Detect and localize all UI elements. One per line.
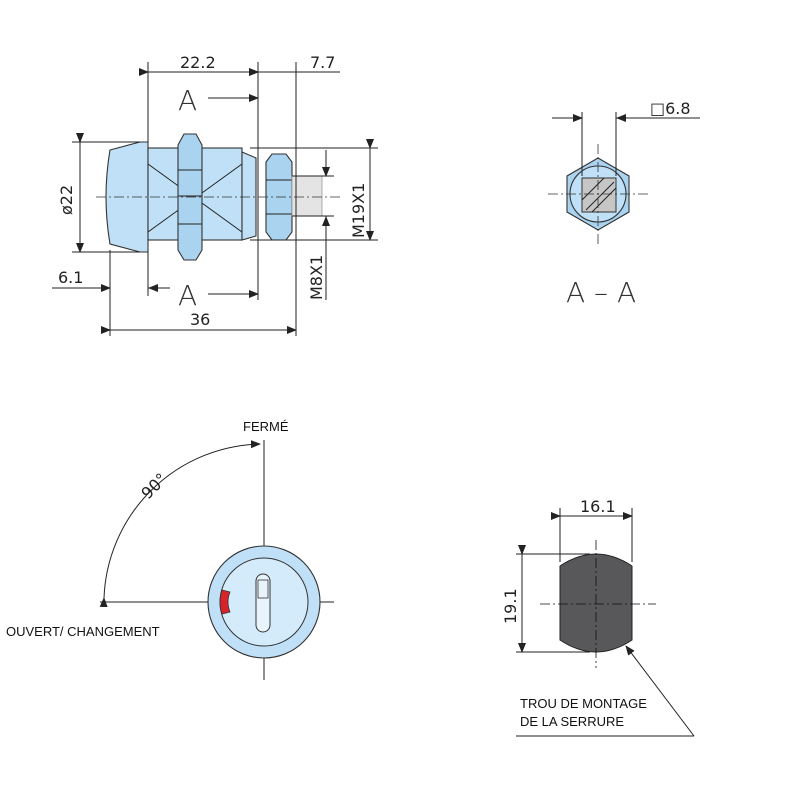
dim-m19x1: M19X1	[349, 183, 368, 238]
mounting-hole-view: 16.1 19.1 TROU DE MONTAGE DE LA SERRURE	[501, 497, 695, 737]
dim-m8x1: M8X1	[307, 255, 326, 300]
dim-square-6-8: □6.8	[650, 99, 691, 118]
dim-diameter-22: ø22	[57, 185, 76, 215]
dim-22-2: 22.2	[180, 53, 216, 72]
dim-7-7: 7.7	[310, 53, 335, 72]
side-view: 22.2 7.7 A A ø22 6.1 36 M8X1	[52, 53, 378, 336]
label-mounting-hole-2: DE LA SERRURE	[520, 714, 624, 729]
label-closed: FERMÉ	[243, 419, 289, 434]
key-slot	[255, 573, 271, 633]
front-view: 90° FERMÉ OUVERT/ CHANGEMENT	[6, 419, 334, 680]
label-mounting-hole-1: TROU DE MONTAGE	[520, 696, 647, 711]
section-view-a-a: □6.8 A – A	[548, 99, 700, 309]
section-marker-bottom: A	[178, 279, 197, 312]
dim-6-1: 6.1	[58, 268, 83, 287]
open-indicator	[219, 589, 231, 615]
rotation-angle: 90°	[137, 469, 170, 502]
dim-16-1: 16.1	[580, 497, 616, 516]
section-title: A – A	[566, 276, 636, 309]
section-marker-top: A	[178, 84, 197, 117]
dim-19-1: 19.1	[501, 588, 520, 624]
cam-shaft	[291, 175, 323, 217]
label-open-change: OUVERT/ CHANGEMENT	[6, 624, 160, 639]
dim-36: 36	[190, 310, 210, 329]
